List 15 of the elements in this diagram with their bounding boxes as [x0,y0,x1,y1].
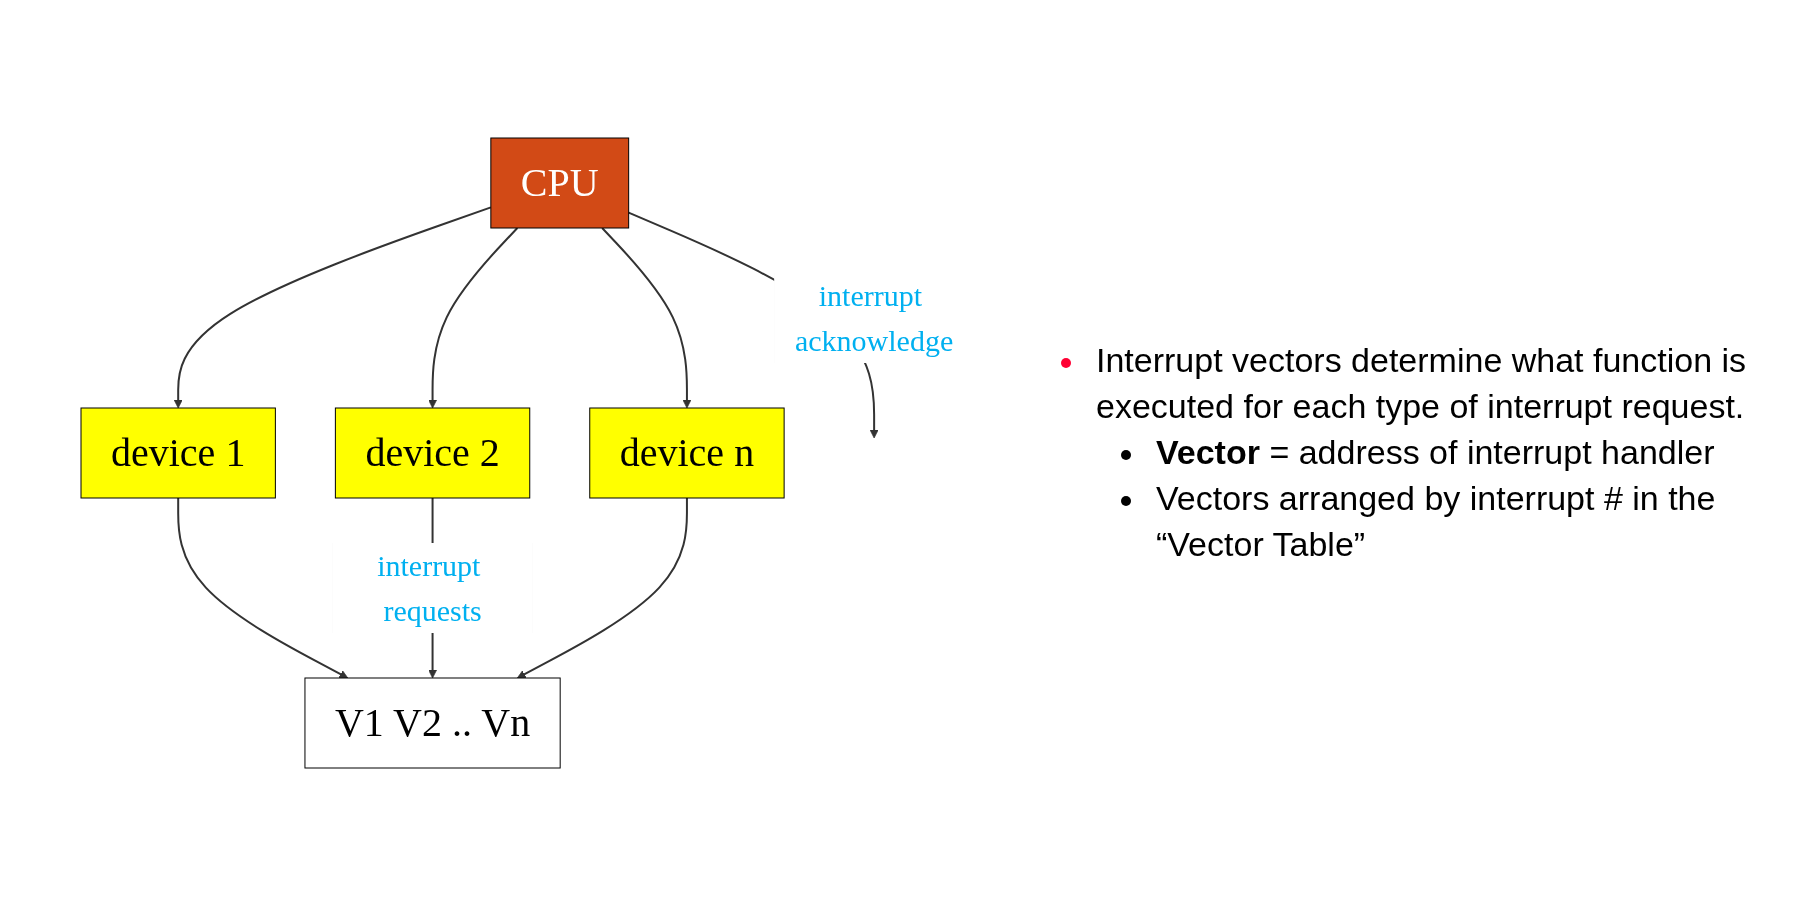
bullet-text: Interrupt vectors determine what function is executed for each type of interrupt request. [1096,341,1747,426]
sub-bullet-text: Vector = address of interrupt handler [1156,433,1715,472]
sub-bullet-text: Vectors arranged by interrupt # in the “Vector Table” [1156,478,1716,563]
arrow [177,497,349,679]
node-box: CPU [490,137,630,229]
arrow [601,227,692,409]
node-box: device n [589,407,786,499]
edge-label: interrupt acknowledge [795,279,954,357]
node-box: device 2 [335,407,531,499]
arrow [517,497,689,679]
node-box: V1 V2 .. Vn [304,677,562,769]
edge-label: interrupt requests [377,549,483,627]
arrow [428,227,519,409]
node-box: device 1 [80,407,277,499]
arrow [174,206,493,409]
